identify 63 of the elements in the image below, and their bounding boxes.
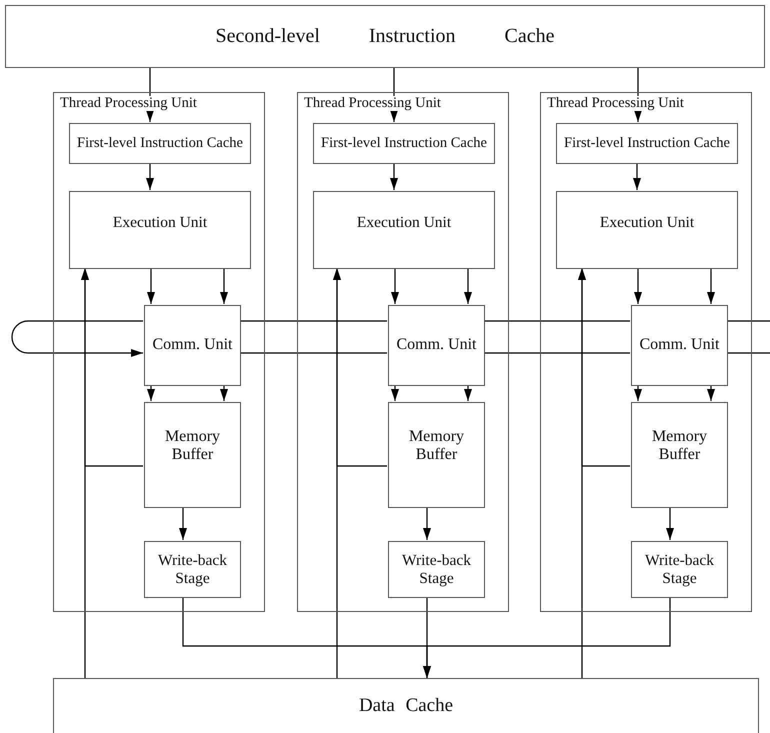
arrow: [633, 163, 641, 190]
arrow: [666, 507, 674, 540]
box-label: Execution Unit: [600, 214, 694, 232]
unit-box: [388, 305, 485, 386]
box-label: Execution Unit: [356, 214, 452, 232]
arrow: [81, 268, 89, 678]
arrow: [220, 268, 228, 304]
box-label: Memory Buffer: [164, 428, 222, 464]
box-label: Memory Buffer: [408, 428, 466, 464]
unit-heading: Thread Processing Unit: [60, 96, 197, 110]
cache-box: [556, 123, 738, 164]
arrow: [391, 385, 399, 401]
cache-box: [69, 123, 251, 164]
box-label: Write-back Stage: [644, 552, 716, 588]
arrow: [464, 268, 472, 304]
unit-box: [556, 191, 738, 269]
buffer-box: [631, 402, 728, 508]
unit-box: [313, 191, 495, 269]
arrow: [391, 268, 399, 304]
unit-heading: Thread Processing Unit: [547, 96, 684, 110]
arrow: [220, 385, 228, 401]
unit-box: [144, 305, 241, 386]
box-label: First-level Instruction Cache: [564, 135, 730, 152]
processing-unit-box: [540, 92, 752, 612]
stage-box: [631, 541, 728, 598]
box-label: First-level Instruction Cache: [77, 135, 243, 152]
box-label: Memory Buffer: [650, 428, 708, 464]
unit-box: [631, 305, 728, 386]
arrow: [423, 507, 431, 540]
arrow: [634, 268, 642, 304]
arrow: [333, 268, 341, 678]
arrow: [146, 163, 154, 190]
arrow: [147, 385, 155, 401]
arrow: [707, 385, 715, 401]
box-label: Comm. Unit: [152, 336, 232, 355]
buffer-box: [144, 402, 241, 508]
arrow: [423, 597, 671, 678]
cache-box: [313, 123, 495, 164]
box-label: Data Cache: [358, 694, 454, 716]
processing-unit-box: [53, 92, 265, 612]
arrow: [12, 320, 143, 357]
box-label: Comm. Unit: [396, 336, 476, 355]
box-label: Execution Unit: [112, 214, 208, 232]
unit-box: [69, 191, 251, 269]
box-label: Write-back Stage: [400, 552, 472, 588]
arrow: [707, 268, 715, 304]
buffer-box: [388, 402, 485, 508]
stage-box: [388, 541, 485, 598]
box-label: Write-back Stage: [156, 552, 228, 588]
arrow: [464, 385, 472, 401]
box-label: Second-level Instruction Cache: [215, 25, 555, 48]
cache-box: [5, 5, 765, 68]
arrow: [147, 268, 155, 304]
arrow: [634, 385, 642, 401]
processing-unit-box: [297, 92, 509, 612]
stage-box: [144, 541, 241, 598]
arrow: [390, 163, 398, 190]
arrow: [179, 507, 187, 540]
cache-box: [53, 678, 759, 733]
arrow: [578, 268, 586, 678]
box-label: First-level Instruction Cache: [321, 135, 487, 152]
unit-heading: Thread Processing Unit: [304, 96, 441, 110]
box-label: Comm. Unit: [639, 336, 720, 355]
